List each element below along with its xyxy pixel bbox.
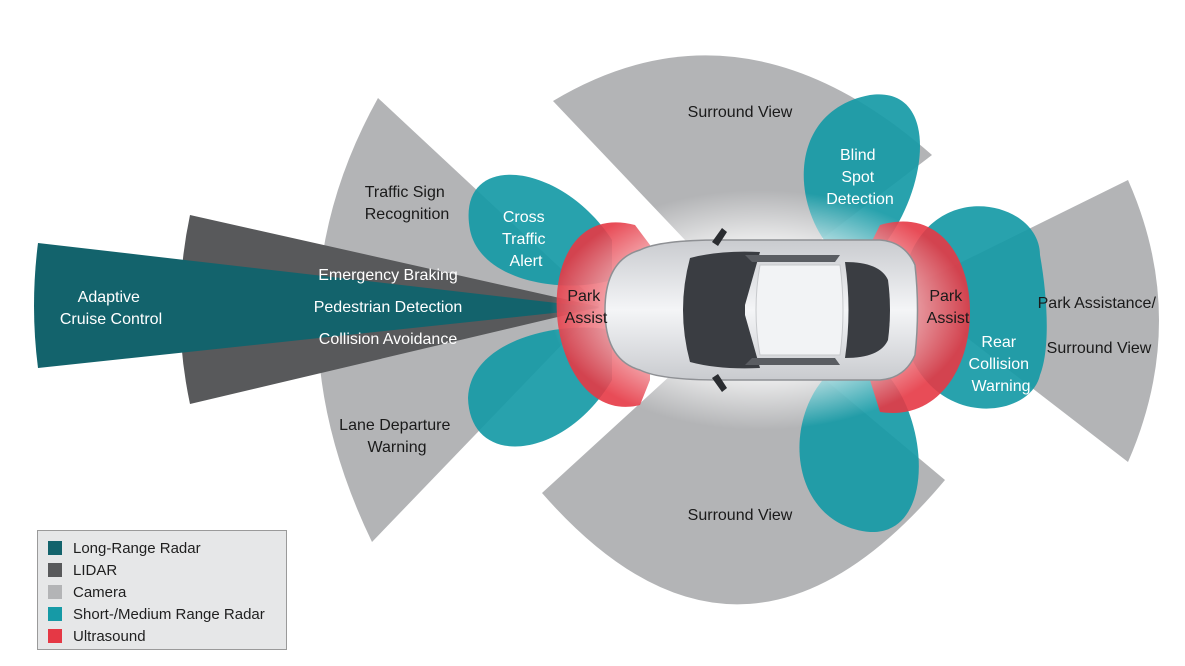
park-assistance-surround-label: Park Assistance/ Surround View (1038, 295, 1161, 357)
legend-item-ultrasound: Ultrasound (48, 625, 286, 647)
pedestrian-detection-label: Pedestrian Detection (314, 299, 463, 316)
adaptive-cruise-label: Adaptive Cruise Control (60, 289, 162, 328)
blind-spot-label: Blind Spot Detection (826, 147, 894, 208)
park-assist-rear-label: Park Assist (927, 288, 970, 327)
surround-view-top-label: Surround View (688, 104, 793, 121)
surround-view-bottom-label: Surround View (688, 507, 793, 524)
legend-label: Ultrasound (73, 627, 146, 645)
legend-label: Short-/Medium Range Radar (73, 605, 265, 623)
legend-item-long-range-radar: Long-Range Radar (48, 537, 286, 559)
traffic-sign-label: Traffic Sign Recognition (365, 184, 450, 223)
legend-item-camera: Camera (48, 581, 286, 603)
legend-label: LIDAR (73, 561, 118, 579)
camera-surround-bottom-zone (542, 310, 945, 605)
emergency-braking-label: Emergency Braking (318, 267, 458, 284)
legend-swatch (48, 629, 62, 643)
legend-item-short-medium-radar: Short-/Medium Range Radar (48, 603, 286, 625)
rear-collision-label: Rear Collision Warning (969, 334, 1034, 395)
park-assist-front-label: Park Assist (565, 288, 608, 327)
legend-swatch (48, 585, 62, 599)
cross-traffic-label: Cross Traffic Alert (502, 209, 550, 270)
legend-item-lidar: LIDAR (48, 559, 286, 581)
legend-label: Camera (73, 583, 127, 601)
lane-departure-label: Lane Departure Warning (339, 417, 455, 456)
legend-label: Long-Range Radar (73, 539, 201, 557)
long-range-radar-zone (34, 243, 600, 368)
collision-avoidance-label: Collision Avoidance (319, 331, 458, 348)
car-top-view (604, 228, 919, 392)
legend: Long-Range Radar LIDAR Camera Short-/Med… (37, 530, 287, 650)
legend-swatch (48, 607, 62, 621)
legend-swatch (48, 563, 62, 577)
legend-swatch (48, 541, 62, 555)
